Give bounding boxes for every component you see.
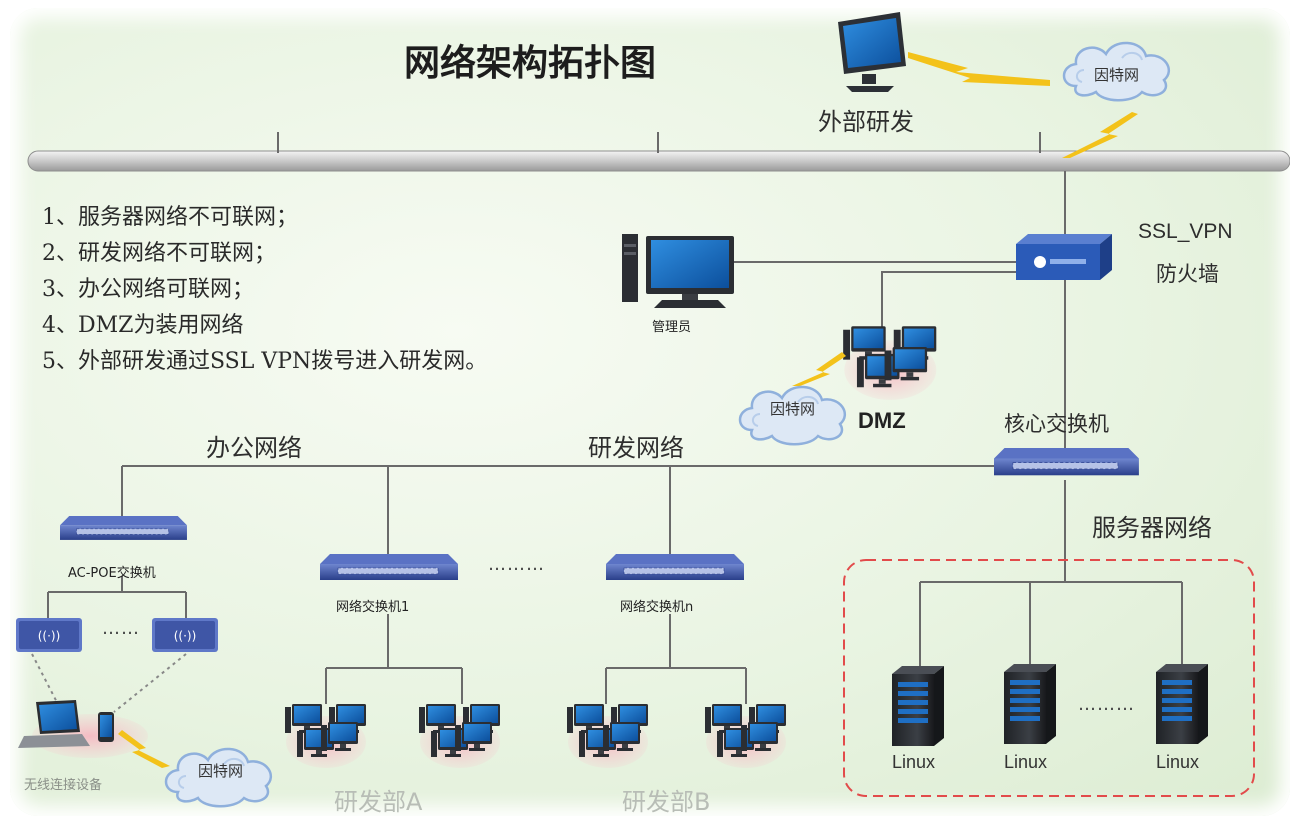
linux-server-label: Linux (892, 752, 936, 772)
linux-server-label: Linux (1004, 752, 1048, 772)
wireless-cloud-label: 因特网 (198, 762, 244, 780)
core-switch-label: 核心交换机 (1004, 412, 1109, 436)
firewall-label: 防火墙 (1156, 262, 1219, 286)
dmz-cloud-label: 因特网 (770, 400, 816, 418)
ellipsis: …… (102, 618, 140, 639)
lightning-icon (792, 352, 846, 386)
dmz-label: DMZ (858, 408, 906, 433)
dept-a-cluster-icon (419, 704, 500, 768)
note-item: 1、服务器网络不可联网； (42, 205, 298, 230)
note-item: 3、办公网络可联网； (42, 277, 254, 302)
office-network-label: 办公网络 (206, 434, 302, 462)
admin-label: 管理员 (652, 320, 692, 335)
admin-pc-icon (622, 234, 734, 308)
dept-b-label: 研发部B (622, 788, 711, 816)
wireless-devices-icon (18, 700, 148, 758)
ac-poe-switch-label: AC-POE交换机 (68, 566, 156, 581)
switch-n-label: 网络交换机n (620, 600, 694, 615)
lightning-icon (908, 52, 1050, 86)
firewall-icon (1016, 234, 1112, 280)
external-dev-label: 外部研发 (818, 108, 914, 136)
dept-a-cluster-icon (285, 704, 366, 768)
server-zone (843, 559, 1255, 797)
lightning-icon (118, 730, 170, 768)
switch-1-icon (319, 553, 459, 581)
switch-1-label: 网络交换机1 (336, 600, 410, 615)
dept-b-cluster-icon (567, 704, 648, 768)
access-point-icon (16, 618, 82, 652)
wireless-devices-label: 无线连接设备 (24, 778, 103, 793)
topology-canvas: ((·)) (10, 8, 1290, 816)
dept-b-cluster-icon (705, 704, 786, 768)
linux-server-icon (1156, 664, 1208, 744)
topology-diagram: ((·)) (16, 12, 1290, 808)
ellipsis: ……… (1078, 694, 1135, 715)
switch-n-icon (605, 553, 745, 581)
lightning-icon (1062, 112, 1138, 158)
notes-list: 1、服务器网络不可联网； 2、研发网络不可联网； 3、办公网络可联网； 4、DM… (42, 200, 487, 380)
ssl-vpn-label: SSL_VPN (1138, 220, 1233, 243)
dept-a-label: 研发部A (334, 788, 423, 816)
internet-cloud-label: 因特网 (1094, 66, 1140, 84)
page-title: 网络架构拓扑图 (404, 42, 657, 84)
core-switch-icon (993, 447, 1140, 476)
access-point-icon (152, 618, 218, 652)
dmz-cluster-icon (843, 326, 936, 400)
server-network-label: 服务器网络 (1092, 514, 1212, 542)
linux-server-icon (1004, 664, 1056, 744)
rd-network-label: 研发网络 (588, 434, 684, 462)
note-item: 5、外部研发通过SSL VPN拨号进入研发网。 (42, 349, 488, 374)
note-item: 2、研发网络不可联网； (42, 241, 276, 266)
linux-server-label: Linux (1156, 752, 1200, 772)
ac-poe-switch-icon (59, 515, 188, 541)
linux-server-icon (892, 666, 944, 746)
note-item: 4、DMZ为装用网络 (42, 313, 244, 338)
ellipsis: ……… (488, 554, 545, 575)
external-dev-monitor-icon (838, 12, 906, 92)
